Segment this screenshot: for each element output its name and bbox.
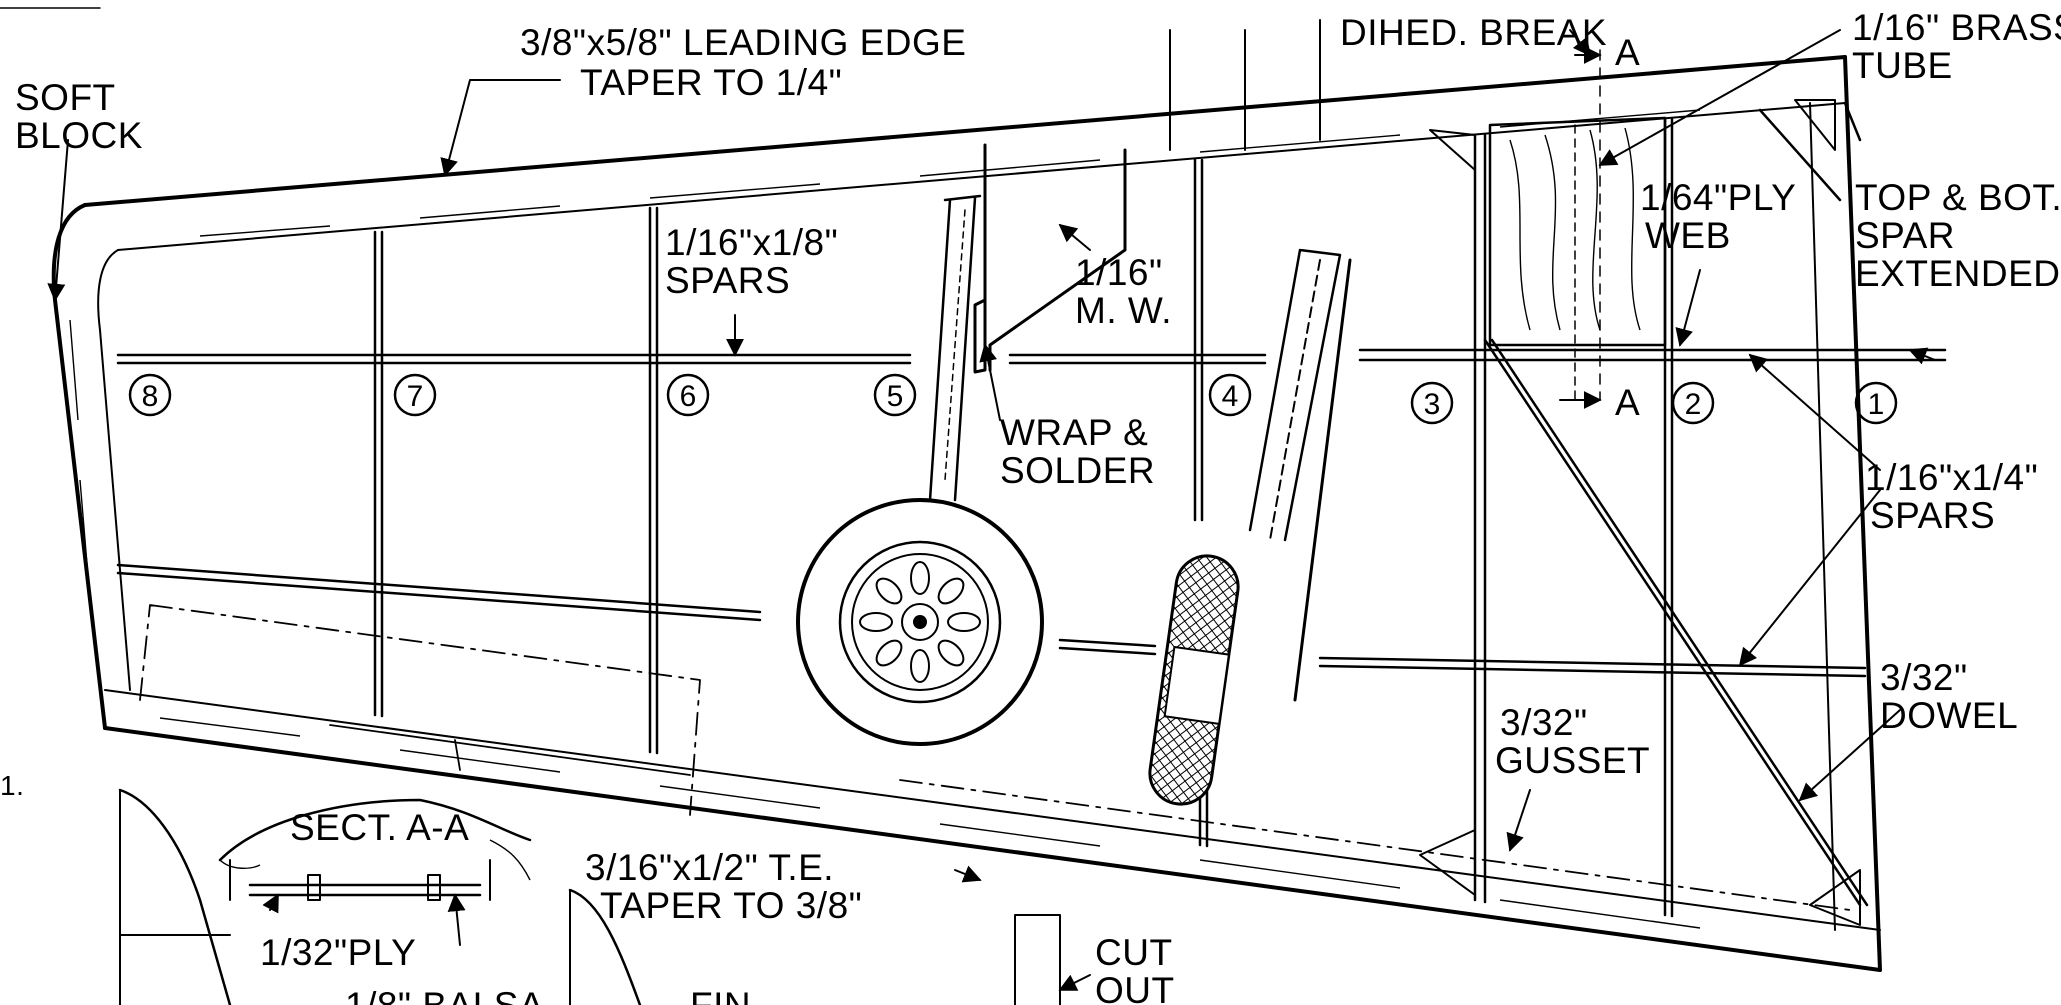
- wheel: [796, 498, 1044, 746]
- large-spars-label: 1/16"x1/4": [1865, 457, 2038, 498]
- svg-text:2: 2: [1685, 388, 1702, 421]
- leader-lines: [47, 29, 1936, 883]
- small-spars-label-2: SPARS: [665, 260, 790, 301]
- cut-out-label: CUT: [1095, 932, 1173, 973]
- soft-block-label: SOFT: [15, 77, 116, 118]
- rib-number-6: 6: [666, 373, 710, 417]
- ply-web-label: 1/64"PLY: [1640, 177, 1796, 218]
- trailing-edge-label: 3/16"x1/2" T.E.: [585, 847, 834, 888]
- fin-partial: [118, 788, 1091, 1005]
- section-a-marker-top: A: [1615, 32, 1640, 73]
- ply-32-label: 1/32"PLY: [260, 932, 416, 973]
- leading-edge-label: 3/8"x5/8" LEADING EDGE: [520, 22, 967, 63]
- svg-text:1: 1: [1868, 388, 1885, 421]
- ribs: [373, 19, 1869, 926]
- svg-text:5: 5: [887, 380, 904, 413]
- root-rib: [1843, 55, 1882, 972]
- wrap-solder-label: WRAP &: [1000, 412, 1148, 453]
- trailing-edge: [103, 726, 1882, 972]
- cut-out-label-2: OUT: [1095, 970, 1175, 1005]
- fin-label: FIN: [690, 985, 751, 1005]
- front-spar: [116, 353, 912, 365]
- soft-block-label-2: BLOCK: [15, 115, 143, 156]
- large-spars-label-2: SPARS: [1870, 495, 1995, 536]
- svg-text:8: 8: [142, 380, 159, 413]
- trailing-edge-taper-label: TAPER TO 3/8": [600, 885, 862, 926]
- annotations: 3/8"x5/8" LEADING EDGE TAPER TO 1/4" SOF…: [0, 7, 2061, 1005]
- landing-gear: [796, 143, 1352, 806]
- dowel-label: 3/32": [1880, 657, 1968, 698]
- section-a-marker-bottom: A: [1615, 382, 1640, 423]
- rib-number-8: 8: [128, 373, 172, 417]
- top-spar-label: TOP & BOT.: [1855, 177, 2061, 218]
- gusset-label: 3/32": [1500, 702, 1588, 743]
- wrap-solder-label-2: SOLDER: [1000, 450, 1155, 491]
- leading-edge: [83, 55, 1847, 207]
- rib-number-5: 5: [873, 373, 917, 417]
- rib-number-4: 4: [1208, 373, 1252, 417]
- ply-web-label-2: WEB: [1645, 215, 1731, 256]
- rib-number-3: 3: [1410, 381, 1454, 425]
- dihedral-break-label: DIHED. BREAK: [1340, 12, 1607, 53]
- top-spar-label-2: SPAR: [1855, 215, 1955, 256]
- rib-number-1: 1: [1854, 381, 1898, 425]
- aileron-outline: [139, 604, 1851, 911]
- wing-outline: [51, 55, 1882, 972]
- brass-tube-label: 1/16" BRASS: [1852, 7, 2061, 48]
- svg-text:3: 3: [1424, 388, 1441, 421]
- rib-numbers: 8 7 6 5 4 3 2 1: [128, 373, 1898, 425]
- music-wire-label: 1/16": [1075, 252, 1163, 293]
- ply-web: [1488, 116, 1667, 401]
- section-aa-detail: [218, 798, 532, 946]
- spars: [116, 348, 1947, 678]
- gusset-label-2: GUSSET: [1495, 740, 1650, 781]
- rib-number-2: 2: [1671, 381, 1715, 425]
- small-spars-label: 1/16"x1/8": [665, 222, 838, 263]
- svg-text:4: 4: [1222, 380, 1239, 413]
- brass-tube-label-2: TUBE: [1852, 45, 1953, 86]
- leading-edge-taper-label: TAPER TO 1/4": [580, 62, 842, 103]
- soft-block: [51, 203, 107, 730]
- gusset: [1419, 829, 1476, 896]
- svg-text:6: 6: [680, 380, 697, 413]
- top-spar-label-3: EXTENDED: [1855, 253, 2060, 294]
- rear-spar: [116, 563, 762, 622]
- balsa-label: 1/8" BALSA: [345, 985, 544, 1005]
- rib-number-7: 7: [393, 373, 437, 417]
- dowel-label-2: DOWEL: [1880, 695, 2018, 736]
- margin-mark: 1.: [0, 770, 24, 801]
- music-wire-label-2: M. W.: [1075, 290, 1172, 331]
- svg-text:7: 7: [407, 380, 424, 413]
- section-aa-label: SECT. A-A: [290, 807, 469, 848]
